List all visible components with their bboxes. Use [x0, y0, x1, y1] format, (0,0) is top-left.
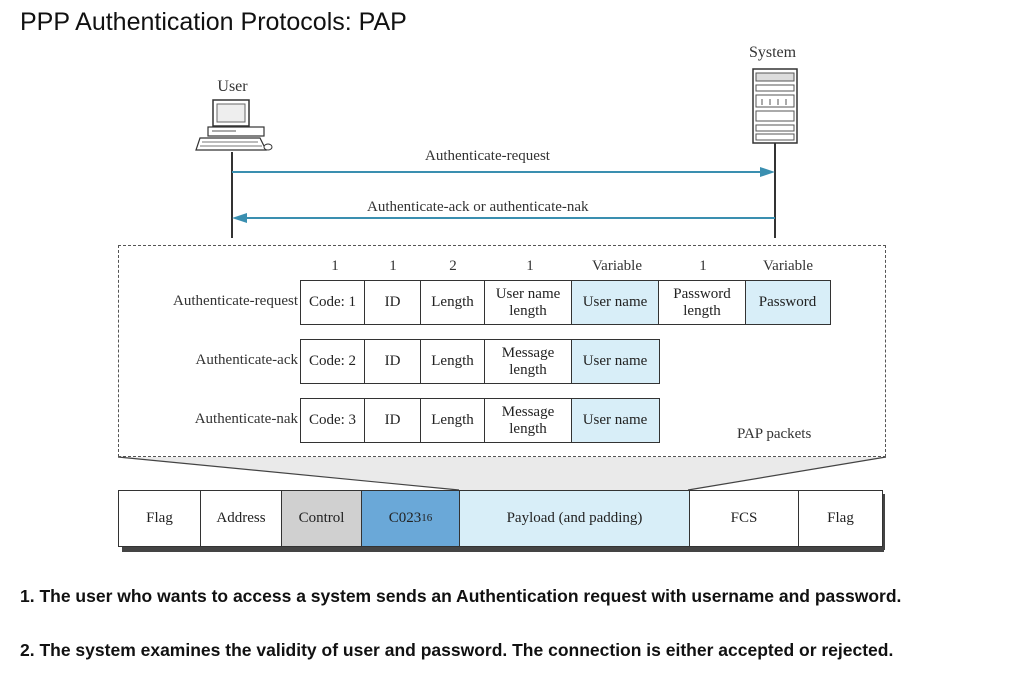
message-length-field: Message length: [484, 398, 572, 443]
id-field: ID: [364, 339, 421, 384]
protocol-value: C023: [388, 510, 422, 526]
field-size-header: 2: [449, 258, 457, 274]
pap-packets-box: [118, 245, 886, 457]
computer-icon: [195, 99, 273, 151]
user-name-field: User name: [570, 339, 660, 384]
packet-row-ack: Code: 2 ID Length Message length User na…: [299, 339, 660, 384]
user-name-field: User name: [570, 398, 660, 443]
system-label: System: [748, 44, 797, 61]
code-field: Code: 3: [299, 398, 366, 443]
field-size-header: 1: [699, 258, 707, 274]
field-size-header: 1: [389, 258, 397, 274]
control-field: Control: [281, 490, 362, 547]
message-length-field: Message length: [484, 339, 572, 384]
fcs-field: FCS: [688, 490, 800, 547]
length-field: Length: [419, 339, 486, 384]
field-size-header: 1: [331, 258, 339, 274]
user-name-field: User name: [570, 280, 660, 325]
pap-packets-label: PAP packets: [737, 426, 812, 442]
flag-field: Flag: [118, 490, 201, 547]
packet-row-request: Code: 1 ID Length User name length User …: [299, 280, 831, 325]
protocol-subscript: 16: [421, 512, 433, 524]
packet-label-nak: Authenticate-nak: [194, 411, 298, 427]
payload-field: Payload (and padding): [459, 490, 690, 547]
flag-end-field: Flag: [798, 490, 883, 547]
note-2: 2. The system examines the validity of u…: [20, 640, 894, 660]
address-field: Address: [199, 490, 283, 547]
id-field: ID: [364, 280, 421, 325]
packet-row-nak: Code: 3 ID Length Message length User na…: [299, 398, 660, 443]
packet-label-request: Authenticate-request: [173, 293, 298, 309]
code-field: Code: 1: [299, 280, 366, 325]
user-name-length-field: User name length: [484, 280, 572, 325]
request-message: Authenticate-request: [425, 148, 550, 164]
password-field: Password: [744, 280, 831, 325]
field-size-header: Variable: [592, 258, 642, 274]
user-label: User: [217, 78, 248, 95]
id-field: ID: [364, 398, 421, 443]
page-title: PPP Authentication Protocols: PAP: [20, 8, 407, 36]
length-field: Length: [419, 280, 486, 325]
code-field: Code: 2: [299, 339, 366, 384]
field-size-header: Variable: [763, 258, 813, 274]
server-icon: [752, 68, 798, 144]
password-length-field: Password length: [658, 280, 746, 325]
note-1: 1. The user who wants to access a system…: [20, 586, 902, 606]
packet-label-ack: Authenticate-ack: [195, 352, 298, 368]
reply-message: Authenticate-ack or authenticate-nak: [367, 199, 589, 215]
length-field: Length: [419, 398, 486, 443]
field-size-header: 1: [526, 258, 534, 274]
